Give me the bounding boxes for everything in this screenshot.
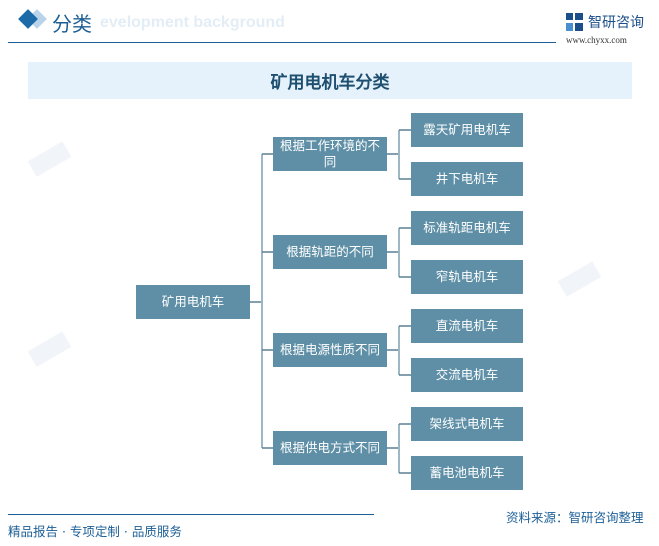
- header-divider: [8, 42, 556, 43]
- group-node: 根据供电方式不同: [273, 431, 387, 465]
- leaf-node: 交流电机车: [411, 358, 523, 392]
- leaf-node: 标准轨距电机车: [411, 211, 523, 245]
- root-node: 矿用电机车: [136, 285, 250, 319]
- footer-divider: [8, 514, 374, 515]
- leaf-node: 蓄电池电机车: [411, 456, 523, 490]
- leaf-node: 露天矿用电机车: [411, 113, 523, 147]
- logo-name: 智研咨询: [588, 15, 644, 31]
- diagram-title: 矿用电机车分类: [28, 62, 632, 99]
- source-note: 资料来源：智研咨询整理: [506, 510, 644, 525]
- leaf-node: 窄轨电机车: [411, 260, 523, 294]
- header-title: 分类: [52, 12, 92, 36]
- logo-icon: [566, 13, 583, 31]
- leaf-node: 架线式电机车: [411, 407, 523, 441]
- header-background-text: evelopment background: [100, 14, 285, 31]
- leaf-node: 直流电机车: [411, 309, 523, 343]
- leaf-node: 井下电机车: [411, 162, 523, 196]
- group-node: 根据电源性质不同: [273, 333, 387, 367]
- group-node: 根据工作环境的不同: [273, 137, 387, 171]
- footer-slogan: 精品报告 · 专项定制 · 品质服务: [8, 524, 182, 539]
- logo-url: www.chyxx.com: [566, 35, 627, 45]
- group-node: 根据轨距的不同: [273, 235, 387, 269]
